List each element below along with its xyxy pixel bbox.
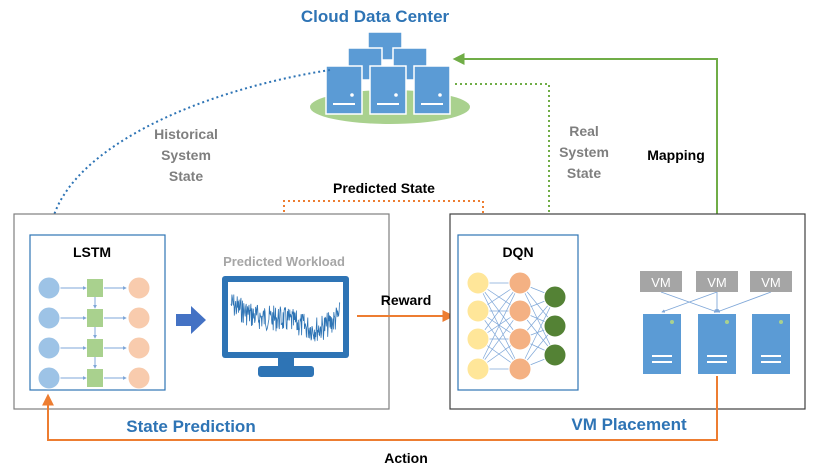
historical-line-1: Historical xyxy=(154,126,218,142)
predicted-workload-label: Predicted Workload xyxy=(223,254,345,269)
real-line-1: Real xyxy=(569,123,599,139)
dqn-input-node xyxy=(466,327,490,351)
lstm-network xyxy=(37,276,151,390)
reward-label: Reward xyxy=(381,292,432,308)
dqn-hidden-node xyxy=(508,327,532,351)
server-led xyxy=(670,320,674,324)
vm-mapping-edge xyxy=(661,291,718,313)
vm-label: VM xyxy=(761,275,781,290)
server-body xyxy=(643,314,681,374)
lstm-input-node xyxy=(37,336,61,360)
server-icon xyxy=(643,314,681,374)
mapping-arrow xyxy=(452,53,718,270)
state-prediction-title: State Prediction xyxy=(126,417,255,436)
vm-box: VM xyxy=(750,271,792,292)
vm-mapping-edge xyxy=(716,291,772,313)
historical-system-state-label: Historical System State xyxy=(154,126,218,184)
historical-line-2: System xyxy=(161,147,211,163)
real-system-state-label: Real System State xyxy=(559,123,609,181)
vm-box: VM xyxy=(640,271,682,292)
action-label: Action xyxy=(384,450,428,466)
real-line-3: State xyxy=(567,165,601,181)
vm-placement-title: VM Placement xyxy=(571,415,687,434)
server-led xyxy=(725,320,729,324)
server-icon xyxy=(698,314,736,374)
dqn-input-node xyxy=(466,357,490,381)
dqn-input-node xyxy=(466,271,490,295)
server-body xyxy=(752,314,790,374)
lstm-cell-node xyxy=(87,339,103,357)
workload-signal xyxy=(230,294,341,342)
real-state-arrow xyxy=(455,83,555,233)
lstm-output-node xyxy=(127,336,151,360)
server-icon xyxy=(752,314,790,374)
real-line-2: System xyxy=(559,144,609,160)
lstm-output-node xyxy=(127,306,151,330)
dqn-input-node xyxy=(466,299,490,323)
lstm-cell-node xyxy=(87,279,103,297)
server-body xyxy=(698,314,736,374)
lstm-cell-node xyxy=(87,309,103,327)
dqn-edge xyxy=(519,296,556,370)
dqn-edge xyxy=(477,282,521,370)
cloud-server-cluster-icon xyxy=(310,31,470,124)
dqn-output-node xyxy=(543,343,567,367)
lstm-to-monitor-arrow xyxy=(176,306,206,334)
lstm-label: LSTM xyxy=(73,244,111,260)
vm-box-rect xyxy=(696,271,738,292)
dqn-output-node xyxy=(543,285,567,309)
vm-label: VM xyxy=(651,275,671,290)
dqn-label: DQN xyxy=(502,244,533,260)
dqn-edge xyxy=(519,282,556,356)
mapping-label: Mapping xyxy=(647,147,705,163)
lstm-input-node xyxy=(37,366,61,390)
lstm-output-node xyxy=(127,366,151,390)
dqn-hidden-node xyxy=(508,357,532,381)
vm-box-rect xyxy=(750,271,792,292)
action-arrow xyxy=(42,376,718,441)
lstm-input-node xyxy=(37,306,61,330)
lstm-output-node xyxy=(127,276,151,300)
historical-line-3: State xyxy=(169,168,203,184)
dqn-edge xyxy=(477,282,521,340)
dqn-edge xyxy=(477,310,521,370)
server-led xyxy=(779,320,783,324)
predicted-state-label: Predicted State xyxy=(333,180,435,196)
lstm-input-node xyxy=(37,276,61,300)
dqn-hidden-node xyxy=(508,299,532,323)
vm-box-rect xyxy=(640,271,682,292)
dqn-hidden-node xyxy=(508,271,532,295)
cloud-title: Cloud Data Center xyxy=(301,7,450,26)
vm-group: VM VM VM xyxy=(640,271,792,374)
vm-box: VM xyxy=(696,271,738,292)
dqn-output-node xyxy=(543,314,567,338)
dqn-network xyxy=(466,271,567,381)
lstm-cell-node xyxy=(87,369,103,387)
vm-label: VM xyxy=(707,275,727,290)
